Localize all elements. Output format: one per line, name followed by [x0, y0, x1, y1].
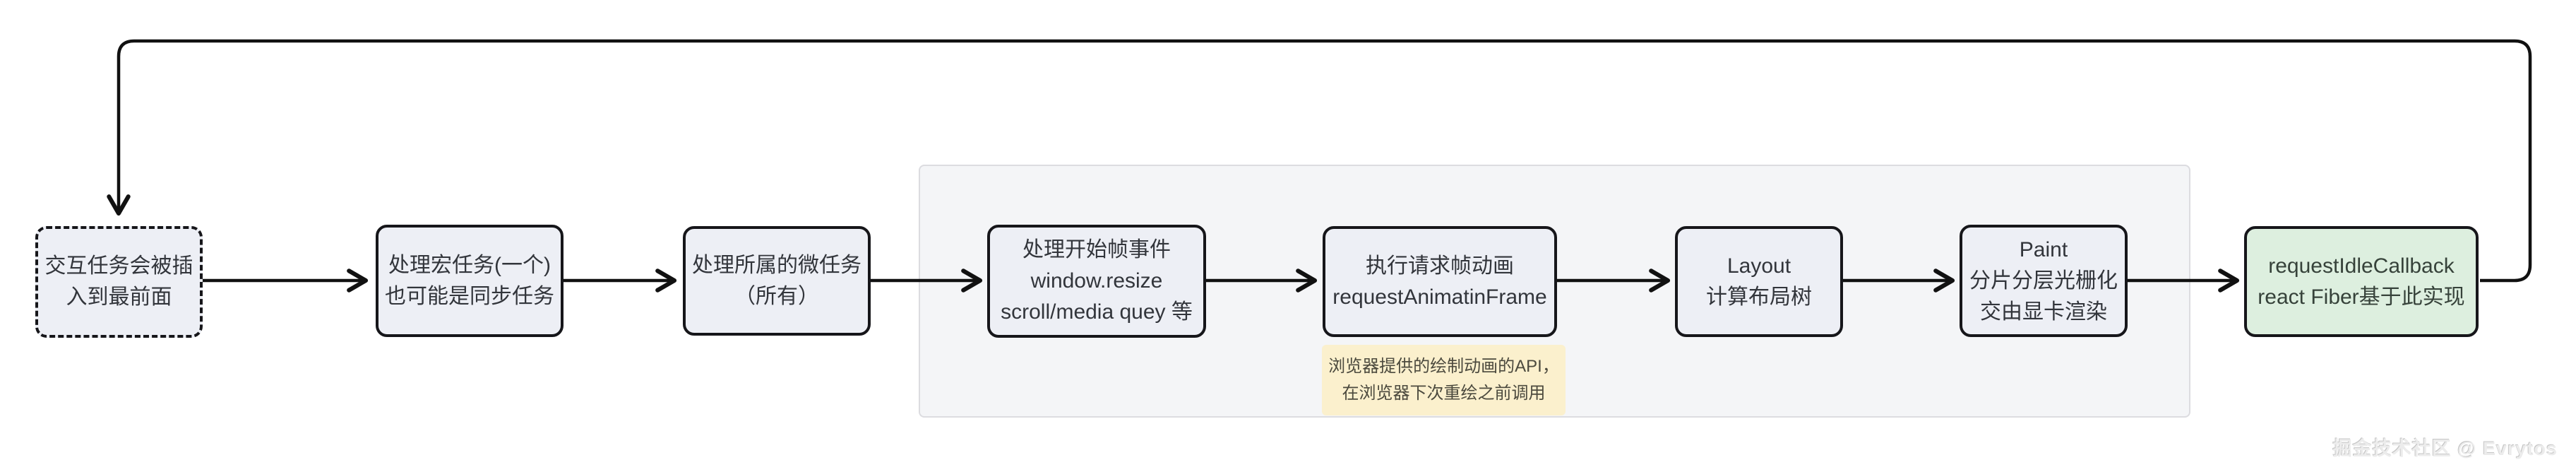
node-line: 处理开始帧事件: [1022, 238, 1171, 261]
node-line: requestAnimatinFrame: [1332, 285, 1547, 309]
node-line: window.resize: [1030, 269, 1163, 293]
watermark: 掘金技术社区 @ Evrytos: [2332, 438, 2558, 459]
node-paint: Paint 分片分层光栅化 交由显卡渲染: [1960, 225, 2128, 337]
node-macro-task: 处理宏任务(一个) 也可能是同步任务: [376, 225, 564, 337]
node-line: 计算布局树: [1706, 285, 1812, 309]
node-layout: Layout 计算布局树: [1675, 226, 1843, 337]
node-line: 交互任务会被插: [44, 254, 193, 278]
node-line: react Fiber基于此实现: [2258, 285, 2465, 309]
node-raf: 执行请求帧动画 requestAnimatinFrame: [1323, 226, 1557, 337]
node-line: scroll/media quey 等: [1001, 300, 1193, 324]
node-line: 分片分层光栅化: [1969, 269, 2118, 293]
loop-arrow: [107, 39, 2532, 283]
node-request-idle-callback: requestIdleCallback react Fiber基于此实现: [2244, 226, 2479, 337]
node-line: requestIdleCallback: [2268, 254, 2455, 278]
note-line: 在浏览器下次重绘之前调用: [1342, 384, 1546, 403]
node-micro-task: 处理所属的微任务 （所有）: [683, 226, 871, 336]
node-frame-events: 处理开始帧事件 window.resize scroll/media quey …: [987, 225, 1206, 338]
node-line: 执行请求帧动画: [1366, 254, 1514, 278]
note-raf-api: 浏览器提供的绘制动画的API， 在浏览器下次重绘之前调用: [1322, 345, 1566, 415]
node-line: 交由显卡渲染: [1980, 300, 2107, 324]
node-line: 处理宏任务(一个): [388, 253, 551, 277]
note-line: 浏览器提供的绘制动画的API，: [1328, 357, 1559, 376]
node-line: （所有）: [734, 284, 819, 308]
node-line: 处理所属的微任务: [692, 253, 861, 277]
node-line: 入到最前面: [66, 285, 172, 309]
node-line: Paint: [2019, 237, 2068, 261]
node-line: Layout: [1727, 254, 1791, 278]
node-interactive-task: 交互任务会被插 入到最前面: [35, 226, 203, 338]
node-line: 也可能是同步任务: [385, 284, 554, 308]
